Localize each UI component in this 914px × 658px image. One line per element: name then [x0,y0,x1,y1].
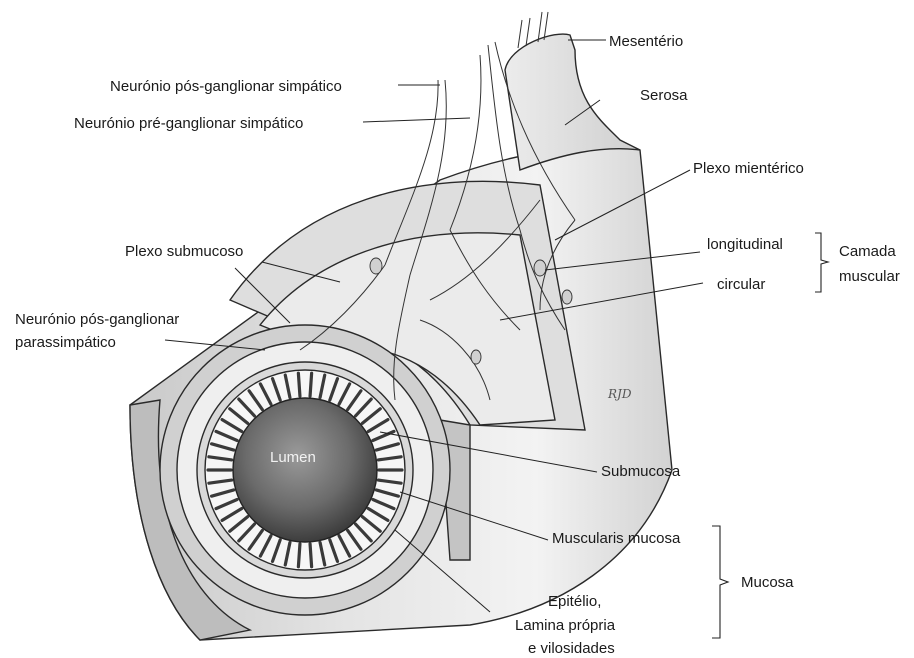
villus [310,373,312,396]
villus [298,373,300,396]
label-mucosa: Mucosa [741,574,794,591]
label-epitelio-line3: e vilosidades [528,640,615,657]
label-epitelio-line1: Epitélio, [548,593,601,610]
label-plexo-submucoso: Plexo submucoso [125,243,243,260]
villus [298,544,300,567]
label-neuronio-pre-simpatico: Neurónio pré-ganglionar simpático [74,115,303,132]
label-muscular: muscular [839,268,900,285]
artist-signature: RJD [607,387,632,401]
camada-muscular-brace [815,233,828,292]
label-longitudinal: longitudinal [707,236,783,253]
label-mesenterio: Mesentério [609,33,683,50]
villus [310,544,312,567]
mucosa-brace [712,526,728,638]
label-circular: circular [717,276,765,293]
label-neuronio-para-line1: Neurónio pós-ganglionar [15,311,179,328]
label-camada: Camada [839,243,896,260]
label-neuronio-pos-simpatico: Neurónio pós-ganglionar simpático [110,78,342,95]
label-submucosa: Submucosa [601,463,681,480]
lumen-label: Lumen [270,449,316,466]
label-neuronio-para-line2: parassimpático [15,334,116,351]
label-muscularis-mucosa: Muscularis mucosa [552,530,681,547]
lumen-disc [233,398,377,542]
mesentery-nerve-stub-1 [518,20,522,48]
mesentery-nerve-stub-2 [526,18,530,46]
label-plexo-mienterico: Plexo mientérico [693,160,804,177]
label-epitelio-line2: Lamina própria [515,617,616,634]
label-serosa: Serosa [640,87,688,104]
